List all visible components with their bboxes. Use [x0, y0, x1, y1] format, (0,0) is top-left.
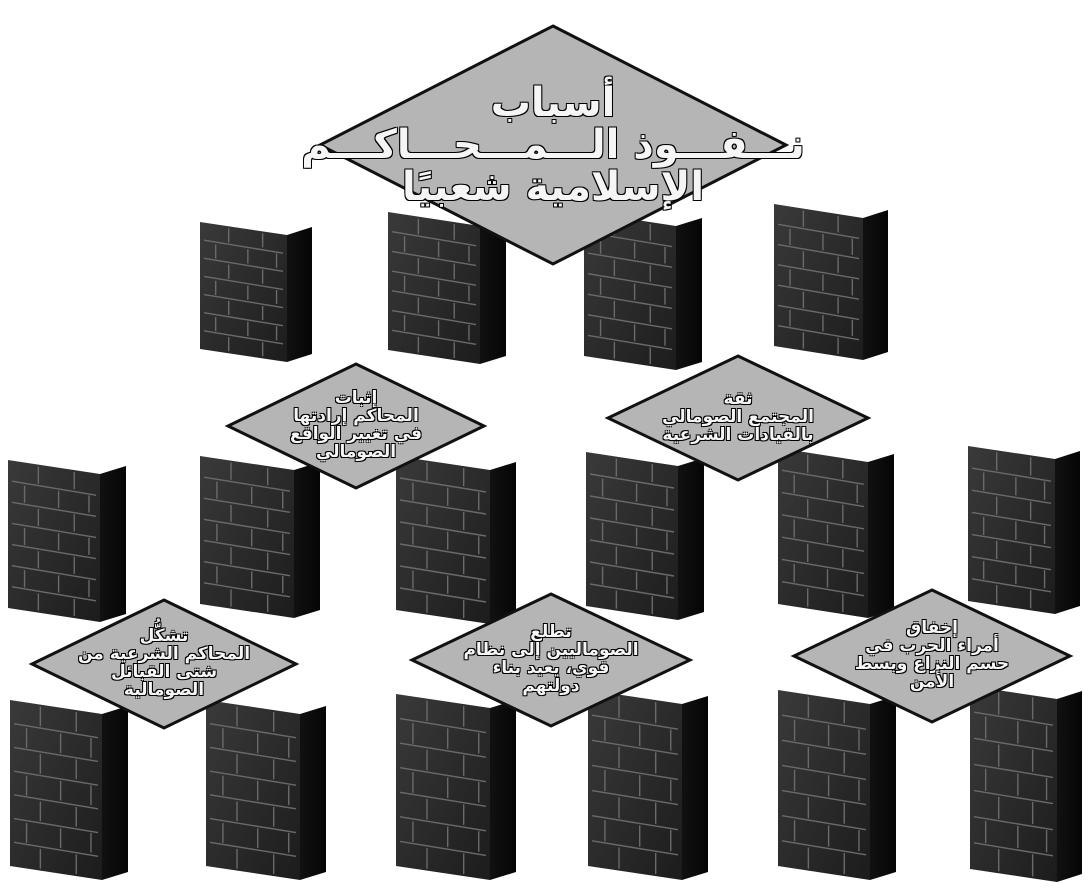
cause-text-line: الصومالي: [316, 444, 396, 462]
title-line-2: نـــفـــوذ الـــمـــحـــاكـــم: [301, 124, 804, 166]
cause-diamond-society-trust: ثقة المجتمع الصومالي بالقيادات الشرعية: [606, 354, 870, 482]
cause-diamond-proving-will: إثبات المحاكم إرادتها في تغيير الواقع ال…: [226, 362, 486, 490]
title-diamond: أسباب نـــفـــوذ الـــمـــحـــاكـــم الإ…: [318, 24, 788, 266]
cause-text-line: الصومالية: [124, 682, 204, 700]
title-line-1: أسباب: [491, 82, 616, 124]
cause-text-line: بالقيادات الشرعية: [662, 427, 813, 445]
cause-diamond-tribal-makeup: تشكُّل المحاكم الشرعية من شتى القبائل ال…: [30, 598, 298, 730]
wall-block: [200, 222, 312, 362]
cause-text-line: الأمن: [910, 674, 954, 692]
cause-text-line: دولتهم: [522, 678, 579, 696]
cause-diamond-warlords-failure: إخفاق أمراء الحرب في حسم النزاع وبسط الأ…: [792, 588, 1072, 724]
wall-block: [774, 204, 888, 360]
title-line-3: الإسلامية شعبيًا: [402, 166, 704, 208]
cause-diamond-aspiration: تطلع الصوماليين إلى نظام قوي، يعيد بناء …: [410, 592, 692, 728]
